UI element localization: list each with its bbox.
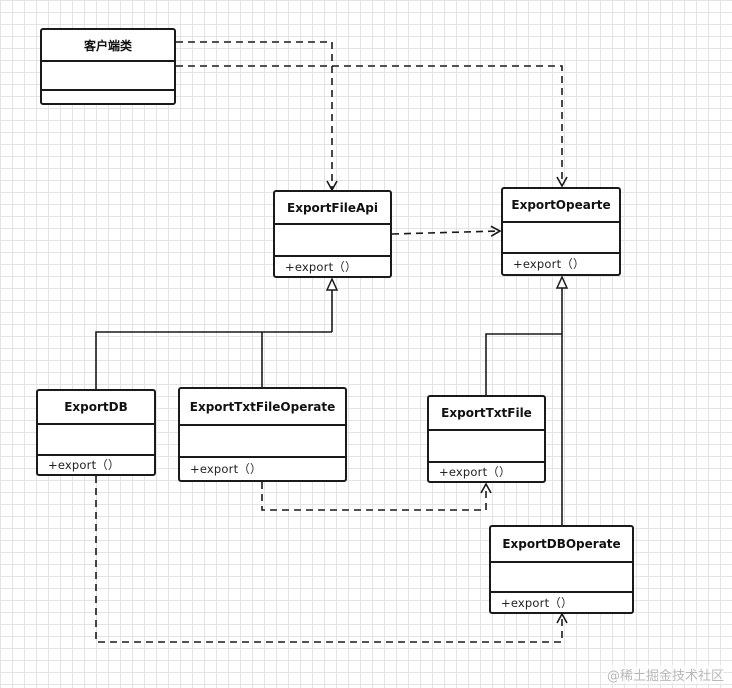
generalization-exportdb-to-exportfileapi bbox=[95, 331, 332, 390]
class-exporttxtfile: ExportTxtFile +export（） bbox=[427, 395, 546, 483]
class-name: ExportTxtFile bbox=[441, 406, 532, 420]
class-operations: +export（） bbox=[491, 591, 632, 612]
operation-text: +export（） bbox=[513, 257, 585, 271]
class-attributes bbox=[429, 429, 544, 461]
dependency-exportfileapi-to-exportopearte bbox=[391, 225, 502, 237]
class-operations: +export（） bbox=[180, 456, 345, 480]
operation-text: +export（） bbox=[501, 595, 573, 610]
class-exportdb: ExportDB +export（） bbox=[36, 389, 156, 476]
class-client: 客户端类 bbox=[40, 28, 176, 105]
class-attributes bbox=[503, 221, 619, 252]
class-exporttxtfileoperate: ExportTxtFileOperate +export（） bbox=[178, 387, 347, 482]
operation-text: +export（） bbox=[285, 259, 357, 274]
operation-text: +export（） bbox=[190, 462, 262, 476]
dependency-client-to-exportfileapi bbox=[176, 41, 338, 192]
class-operations: +export（） bbox=[429, 461, 544, 481]
class-operations: +export（） bbox=[503, 252, 619, 274]
generalization-exporttxtfile-to-exportopearte bbox=[485, 333, 562, 396]
class-name: ExportFileApi bbox=[287, 200, 378, 215]
class-name: ExportDBOperate bbox=[502, 537, 621, 551]
class-attributes bbox=[491, 561, 632, 591]
watermark: @稀土掘金技术社区 bbox=[606, 665, 724, 684]
class-name: ExportTxtFileOperate bbox=[189, 399, 336, 414]
dependency-exportdb-to-exportdboperate bbox=[95, 476, 568, 643]
dependency-exporttxtfileoperate-to-exporttxtfile bbox=[261, 482, 492, 511]
class-name: ExportDB bbox=[64, 400, 128, 414]
class-operations: +export（） bbox=[275, 255, 390, 276]
class-exportfileapi: ExportFileApi +export（） bbox=[273, 190, 392, 278]
class-name: 客户端类 bbox=[83, 38, 132, 53]
class-name: ExportOpearte bbox=[511, 198, 611, 212]
class-exportdboperate: ExportDBOperate +export（） bbox=[489, 525, 634, 614]
class-operations bbox=[42, 89, 174, 103]
class-attributes bbox=[275, 223, 390, 255]
class-exportopearte: ExportOpearte +export（） bbox=[501, 187, 621, 276]
class-attributes bbox=[180, 424, 345, 456]
class-attributes bbox=[38, 423, 154, 454]
operation-text: +export（） bbox=[439, 465, 511, 479]
operation-text: +export（） bbox=[48, 458, 120, 472]
class-operations: +export（） bbox=[38, 454, 154, 474]
dependency-client-to-exportopearte bbox=[176, 65, 568, 188]
class-attributes bbox=[42, 60, 174, 89]
